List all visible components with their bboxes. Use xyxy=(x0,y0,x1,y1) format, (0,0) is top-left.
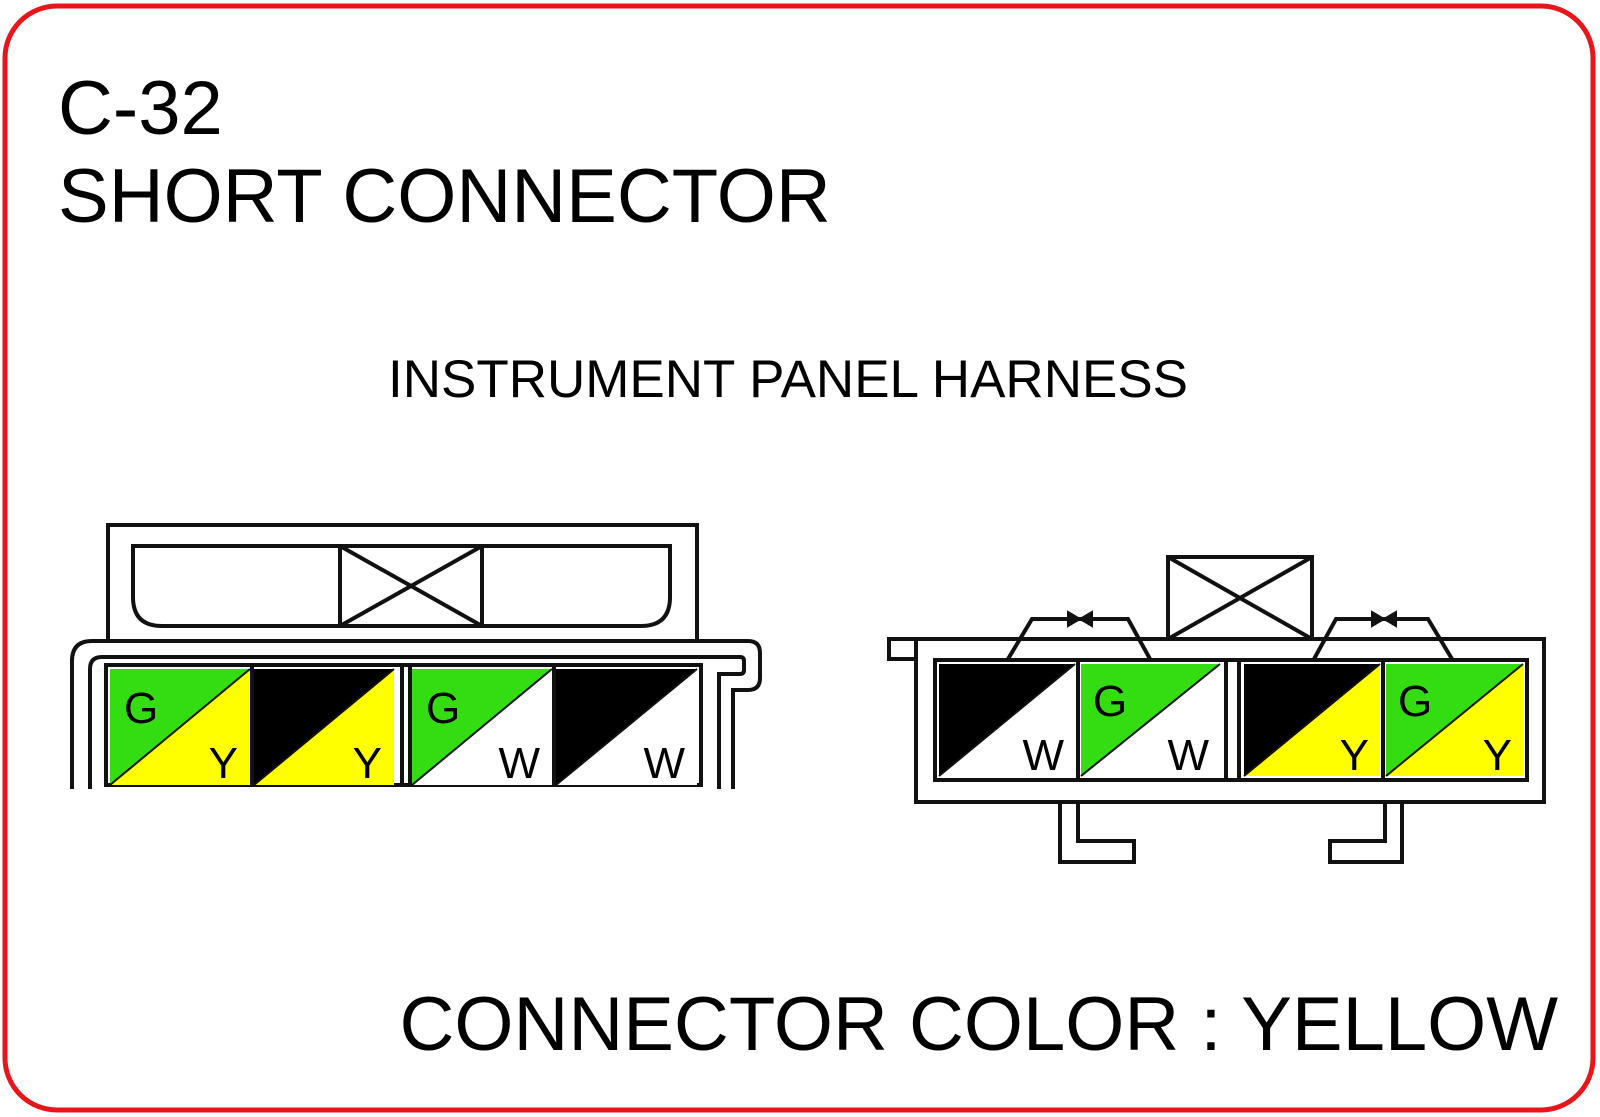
right-pin-2-divider xyxy=(1243,663,1381,777)
connector-title: SHORT CONNECTOR xyxy=(58,154,831,239)
bridge-markers xyxy=(1067,610,1397,628)
left-pin-2-divider xyxy=(411,668,553,786)
left-pin-3-stripe-label: W xyxy=(643,739,685,788)
left-pin-3: B W xyxy=(555,668,698,788)
left-pin-1: B Y xyxy=(253,668,395,788)
right-pin-2-stripe-label: Y xyxy=(1340,731,1369,780)
right-pin-1-stripe-label: W xyxy=(1167,731,1209,780)
right-separators xyxy=(1076,660,1385,780)
right-cavity-frame xyxy=(933,658,1529,782)
right-housing xyxy=(914,637,1546,804)
right-foot-left xyxy=(1058,802,1136,864)
left-pin-0-stripe-label: Y xyxy=(209,739,238,788)
left-pin-2-main-label: G xyxy=(426,684,460,733)
left-lock-cross-b xyxy=(339,544,483,628)
left-lock-box xyxy=(338,544,484,628)
right-pin-3-divider xyxy=(1385,663,1524,777)
left-housing xyxy=(70,639,762,789)
right-pin-2: B Y xyxy=(1243,663,1381,780)
left-pin-0-main-label: G xyxy=(124,684,158,733)
bridge-2-marker-b xyxy=(1382,610,1397,628)
right-pin-3: G Y xyxy=(1385,663,1524,780)
left-latch-body xyxy=(106,523,699,641)
outer-frame xyxy=(2,3,1596,1113)
left-separators xyxy=(250,665,556,785)
right-pin-3-main-label: G xyxy=(1398,677,1432,726)
connector-code: C-32 xyxy=(58,66,223,151)
bridge-1-marker-b xyxy=(1078,610,1093,628)
left-pin-3-main-label: B xyxy=(570,684,599,733)
left-pin-0-divider xyxy=(109,668,251,786)
left-pin-1-main-label: B xyxy=(268,684,297,733)
left-latch-window xyxy=(131,544,672,628)
left-pin-1-divider xyxy=(253,668,395,786)
right-lock-cross-b xyxy=(1167,555,1313,641)
left-pin-0: G Y xyxy=(109,668,251,788)
right-pin-1: G W xyxy=(1080,663,1221,780)
right-foot-right xyxy=(1328,802,1404,864)
right-pin-3-stripe-label: Y xyxy=(1483,731,1512,780)
right-pin-2-main-label: B xyxy=(1255,677,1284,726)
right-pin-0-stripe-label: W xyxy=(1022,731,1064,780)
left-pin-2-stripe-label: W xyxy=(498,739,540,788)
right-pin-1-main-label: G xyxy=(1093,677,1127,726)
left-pin-2: G W xyxy=(411,668,553,788)
right-pin-0-divider xyxy=(938,663,1076,777)
right-pin-1-divider xyxy=(1080,663,1221,777)
right-side-tab xyxy=(887,637,916,661)
left-housing-inner xyxy=(88,655,746,789)
right-pin-0: B W xyxy=(938,663,1076,780)
left-pin-1-stripe-label: Y xyxy=(353,739,382,788)
harness-label: INSTRUMENT PANEL HARNESS xyxy=(388,350,1188,409)
connector-color-label: CONNECTOR COLOR : YELLOW xyxy=(399,982,1558,1067)
bridge-1-marker-a xyxy=(1067,610,1082,628)
left-pin-3-divider xyxy=(555,668,698,786)
right-pin-0-main-label: B xyxy=(950,677,979,726)
bridge-2-marker-a xyxy=(1371,610,1386,628)
